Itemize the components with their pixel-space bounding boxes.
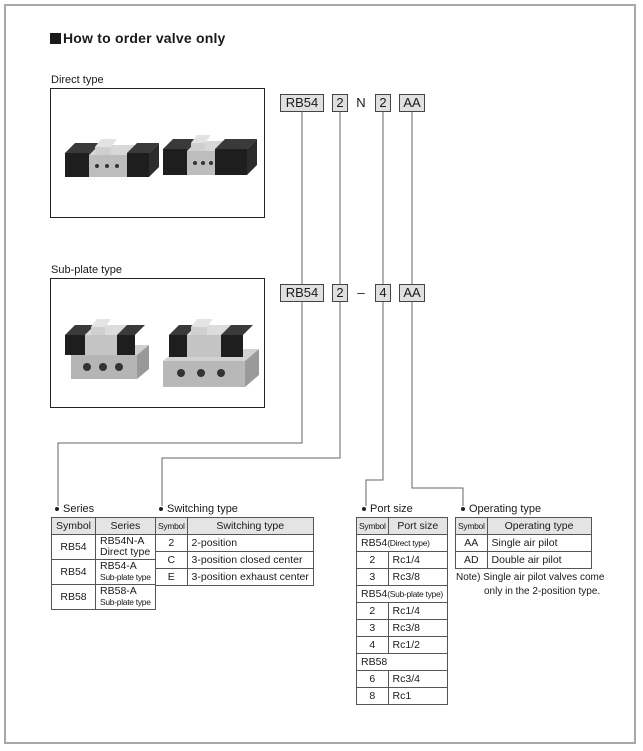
- port-col-size: Port size: [387, 517, 448, 535]
- subplate-switching-code: 2: [332, 284, 348, 302]
- direct-mid-code: N: [356, 95, 366, 110]
- bullet-icon: [461, 507, 465, 511]
- switching-heading: Switching type: [159, 503, 238, 515]
- square-bullet-icon: [50, 32, 61, 44]
- direct-operating-code: AA: [399, 94, 425, 112]
- port-col-symbol: Symbol: [356, 517, 389, 535]
- series-col-series: Series: [95, 517, 156, 535]
- operating-note: Note) Single air pilot valves come only …: [456, 572, 605, 597]
- bullet-icon: [159, 507, 163, 511]
- port-size-heading: Port size: [362, 503, 413, 515]
- page-title: How to order valve only: [50, 30, 226, 46]
- direct-type-label: Direct type: [51, 74, 104, 86]
- subplate-port-code: 4: [375, 284, 391, 302]
- subplate-type-photo: [50, 278, 265, 408]
- subplate-valve-image: [65, 319, 259, 387]
- series-heading: Series: [55, 503, 94, 515]
- series-col-symbol: Symbol: [50, 517, 97, 535]
- table-row: RB54(Sub-plate type): [356, 585, 448, 603]
- subplate-type-label: Sub-plate type: [51, 264, 122, 276]
- bullet-icon: [55, 507, 59, 511]
- subplate-series-code: RB54: [280, 284, 324, 302]
- operating-col-symbol: Symbol: [455, 517, 488, 535]
- operating-heading: Operating type: [461, 503, 541, 515]
- subplate-operating-code: AA: [399, 284, 425, 302]
- subplate-mid-code: –: [357, 285, 365, 300]
- bullet-icon: [362, 507, 366, 511]
- operating-col-type: Operating type: [486, 517, 592, 535]
- direct-switching-code: 2: [332, 94, 348, 112]
- direct-type-photo: [50, 88, 265, 218]
- direct-valve-image: [65, 135, 257, 177]
- direct-series-code: RB54: [280, 94, 324, 112]
- direct-port-code: 2: [375, 94, 391, 112]
- page-frame: [4, 4, 636, 744]
- table-row: RB58: [356, 653, 448, 671]
- switching-col-type: Switching type: [186, 517, 314, 535]
- table-row: RB54(Direct type): [356, 534, 448, 552]
- switching-col-symbol: Symbol: [155, 517, 188, 535]
